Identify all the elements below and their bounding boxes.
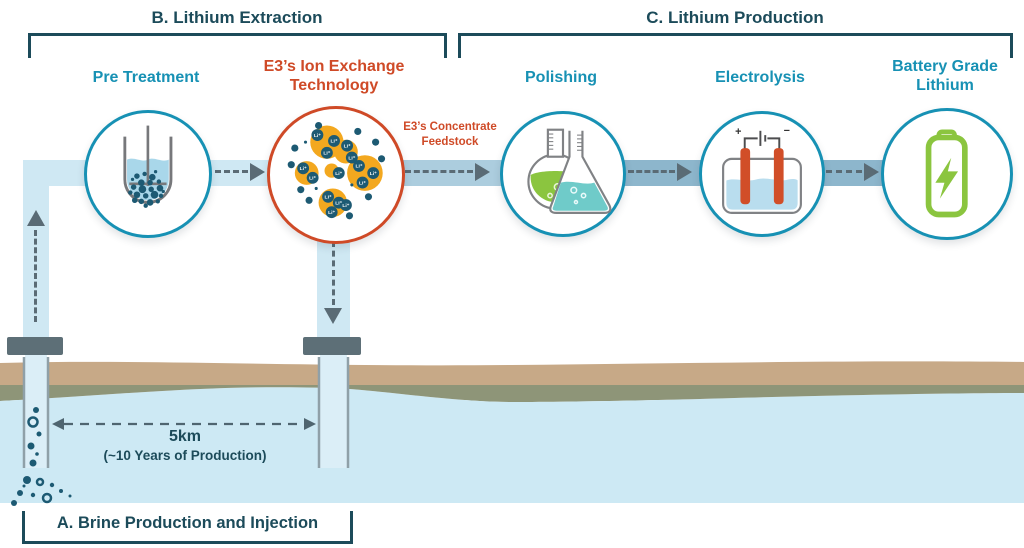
flow-dashes-2 [405,170,473,173]
svg-text:Li⁺: Li⁺ [299,166,306,172]
upflow-dashes [34,230,37,322]
label-polishing: Polishing [525,69,597,86]
circle-battery [881,108,1013,240]
svg-text:Li⁺: Li⁺ [324,194,331,200]
section-b-title: B. Lithium Extraction [151,8,323,27]
label-ion-exchange: E3’s Ion Exchange Technology [263,58,405,95]
sediment-particles [128,170,166,209]
downflow-arrow-icon [324,308,342,324]
aquifer-layer [0,387,1024,503]
svg-text:Li⁺: Li⁺ [328,210,335,216]
flow-arrow-1-icon [250,163,265,181]
svg-text:Li⁺: Li⁺ [323,150,330,156]
section-c-bracket [458,33,1013,58]
svg-text:Li⁺: Li⁺ [369,170,376,176]
wellhead-production [7,337,63,355]
flow-dashes-3 [628,170,675,173]
flow-arrow-2-icon [475,163,490,181]
flow-dashes-4 [826,170,862,173]
svg-text:Li⁺: Li⁺ [335,170,342,176]
erlenmeyer-flask [549,130,612,214]
svg-text:Li⁺: Li⁺ [359,180,366,186]
svg-text:Li⁺: Li⁺ [335,200,342,206]
svg-text:Li⁺: Li⁺ [313,132,320,138]
section-b-bracket [28,33,447,58]
svg-text:Li⁺: Li⁺ [330,138,337,144]
minus-terminal-label: − [784,125,790,137]
flow-arrow-3-icon [677,163,692,181]
plus-terminal-label: + [735,126,741,138]
circle-electrolysis: + − [699,111,825,237]
ground-layer-olive [0,385,1024,402]
lithium-ions: Li⁺Li⁺ Li⁺Li⁺ Li⁺Li⁺ Li⁺Li⁺ Li⁺Li⁺ Li⁺Li… [287,121,385,219]
polishing-flasks-icon [527,128,612,214]
label-battery-grade: Battery Grade Lithium [892,58,998,95]
circle-ion-exchange: Li⁺Li⁺ Li⁺Li⁺ Li⁺Li⁺ Li⁺Li⁺ Li⁺Li⁺ Li⁺Li… [267,106,405,244]
electrolysis-cell-icon: + − [722,125,802,214]
svg-text:Li⁺: Li⁺ [355,163,362,169]
downflow-dashes [332,241,335,305]
electrodes [740,148,784,205]
flow-dashes-1 [215,170,248,173]
duration-label: (~10 Years of Production) [103,448,267,463]
pre-treatment-vessel-icon [123,125,173,209]
distance-label: 5km [168,428,202,445]
battery-icon [926,129,968,218]
svg-text:Li⁺: Li⁺ [342,202,349,208]
flow-arrow-4-icon [864,163,879,181]
upflow-arrow-icon [27,210,45,226]
circle-polishing [500,111,626,237]
ground-cross-section [0,355,1024,506]
brine-bubbles [11,407,72,506]
injection-well-underground [317,355,350,468]
wellhead-injection [303,337,361,355]
label-pre-treatment: Pre Treatment [92,69,200,86]
svg-text:Li⁺: Li⁺ [343,143,350,149]
section-c-title: C. Lithium Production [646,8,824,27]
label-feedstock: E3’s Concentrate Feedstock [403,121,497,148]
ion-exchange-icon: Li⁺Li⁺ Li⁺Li⁺ Li⁺Li⁺ Li⁺Li⁺ Li⁺Li⁺ Li⁺Li… [287,121,385,219]
svg-text:Li⁺: Li⁺ [348,155,355,161]
section-a-title: A. Brine Production and Injection [56,514,319,532]
battery-wires [743,130,781,150]
lightning-bolt-icon [935,158,959,199]
section-a-bracket [22,511,353,544]
distance-arrow [52,418,316,430]
svg-text:Li⁺: Li⁺ [309,175,316,181]
circle-pre-treatment [84,110,212,238]
label-electrolysis: Electrolysis [715,69,805,86]
